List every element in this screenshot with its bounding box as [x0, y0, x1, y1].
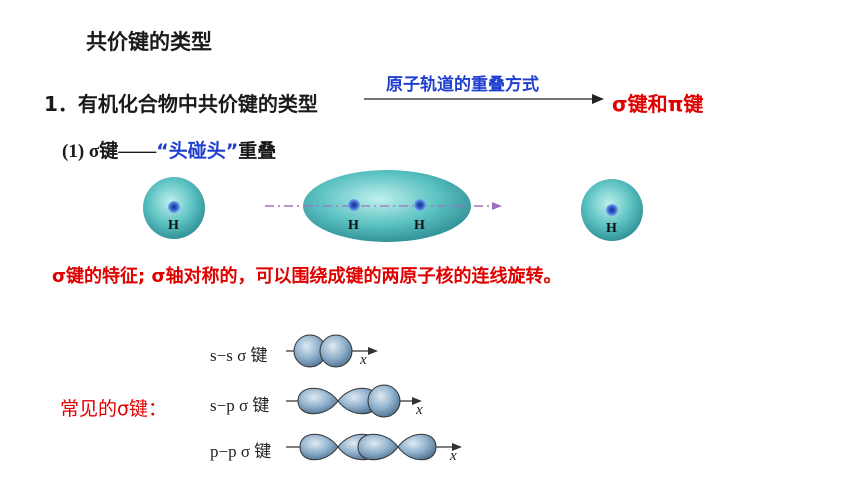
bond-label-s-s: s−s σ 键 — [210, 346, 268, 365]
arrow-label: 原子轨道的重叠方式 — [386, 75, 539, 95]
axis-x-p-p: x — [450, 448, 457, 464]
bond-type-result: σ键和π键 — [612, 92, 704, 116]
h-label-right: H — [606, 221, 617, 236]
bond-label-p-p: p−p σ 键 — [210, 442, 272, 461]
sigma-heading: (1) σ键——“头碰头”重叠 — [62, 136, 276, 163]
h-label-mid-2: H — [414, 218, 425, 233]
page-title: 共价键的类型 — [86, 30, 212, 54]
p-p-overlap — [286, 433, 462, 461]
sigma-bond-diagrams — [286, 334, 462, 461]
common-sigma-label: 常见的σ键： — [60, 398, 168, 420]
s-p-overlap — [286, 384, 422, 418]
h2-overlap-diagram — [143, 170, 643, 242]
sigma-prefix: (1) σ键—— — [62, 141, 157, 162]
right-arrow-icon — [364, 94, 604, 104]
bond-type-heading: 1．有机化合物中共价键的类型 — [44, 92, 318, 116]
bond-label-s-p: s−p σ 键 — [210, 396, 270, 415]
sigma-feature: σ键的特征; σ轴对称的，可以围绕成键的两原子核的连线旋转。 — [52, 266, 562, 287]
axis-x-s-s: x — [360, 352, 367, 368]
sigma-suffix: 重叠 — [238, 140, 277, 162]
h-label-mid-1: H — [348, 218, 359, 233]
quote-open: “ — [156, 140, 169, 162]
head-to-head: 头碰头 — [168, 140, 226, 162]
quote-close: ” — [225, 140, 239, 162]
h-label-left: H — [168, 218, 179, 233]
axis-x-s-p: x — [416, 402, 423, 418]
s-s-overlap — [286, 334, 378, 368]
